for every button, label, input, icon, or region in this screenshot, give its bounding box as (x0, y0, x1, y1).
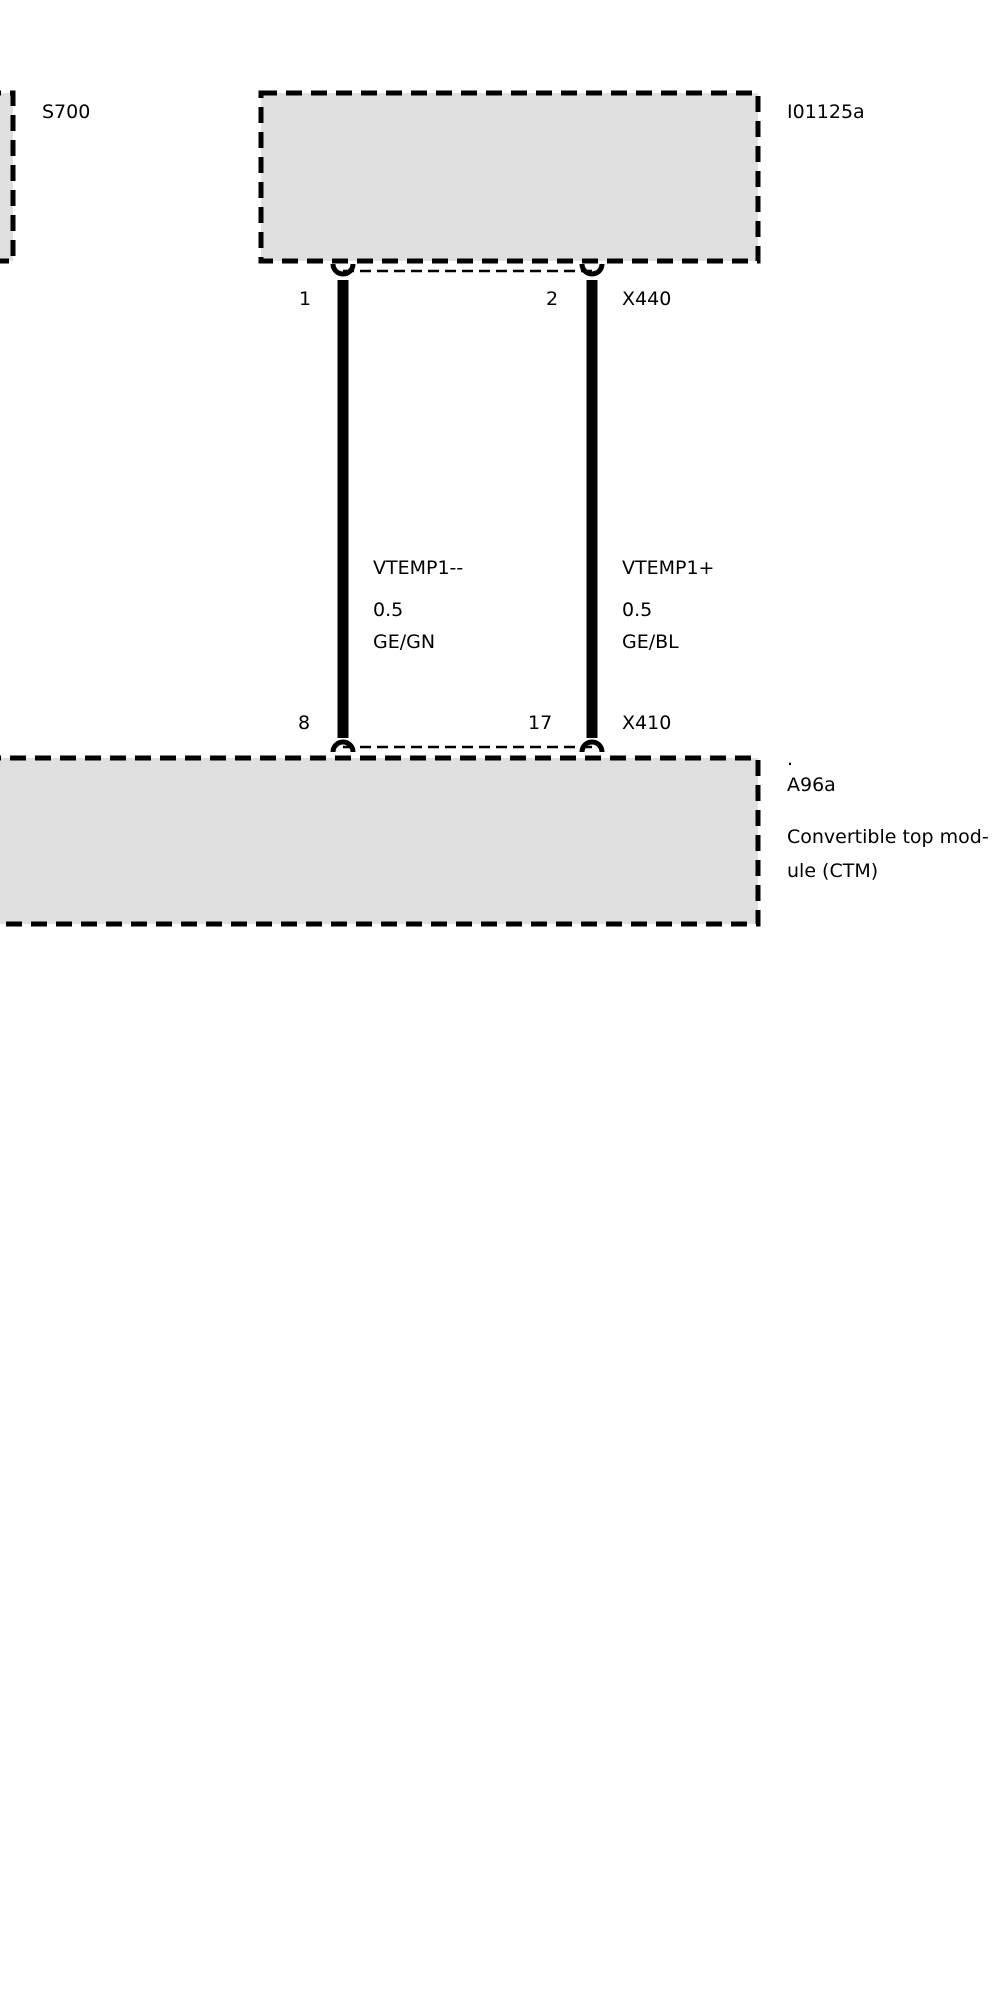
component-id-a96a: A96a (787, 774, 836, 796)
wire-size-label: 0.5 (622, 599, 653, 621)
pin-17-terminal (579, 739, 605, 753)
component-description-line2: ule (CTM) (787, 860, 879, 882)
component-marker-dot: . (787, 748, 794, 770)
wire-color-label: GE/BL (622, 631, 679, 653)
wire-signal-label: VTEMP1-- (373, 557, 464, 579)
connector-id-x440: X440 (622, 288, 672, 310)
pin-8-terminal (330, 739, 356, 753)
component-box-s700 (0, 90, 16, 264)
pin-label-2: 2 (546, 288, 559, 310)
pin-1-terminal (330, 263, 356, 277)
component-box-a96a (0, 755, 761, 927)
pin-2-terminal (579, 263, 605, 277)
pin-label-8: 8 (298, 712, 311, 734)
pin-label-1: 1 (299, 288, 312, 310)
component-id-s700: S700 (42, 101, 91, 123)
connector-id-x410: X410 (622, 712, 672, 734)
component-box-i01125a (258, 90, 761, 264)
wire-color-label: GE/GN (373, 631, 436, 653)
component-id-i01125a: I01125a (787, 101, 865, 123)
wire-signal-label: VTEMP1+ (622, 557, 715, 579)
pin-label-17: 17 (528, 712, 553, 734)
wire-size-label: 0.5 (373, 599, 404, 621)
component-description-line1: Convertible top mod- (787, 826, 989, 848)
